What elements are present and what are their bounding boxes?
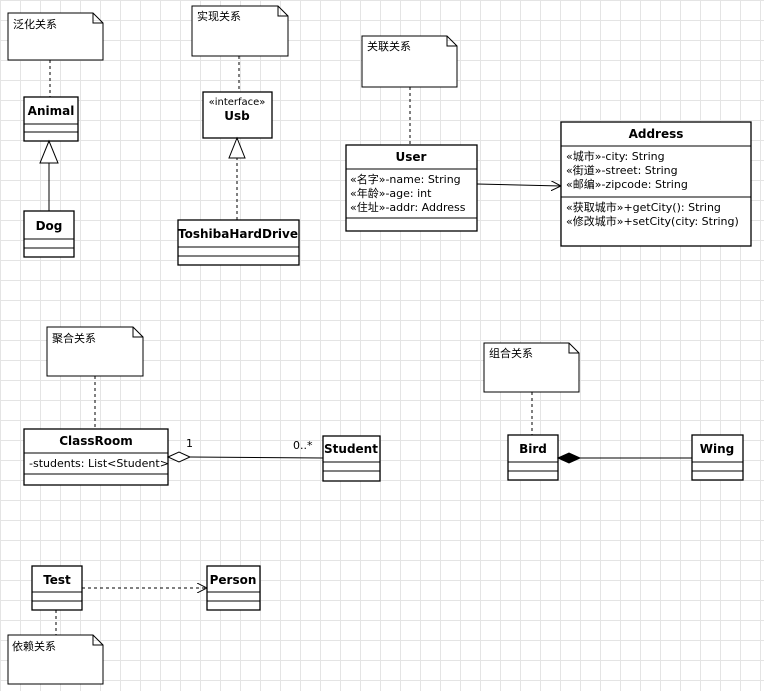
- class-user-attr: «名字»-name: String: [350, 172, 461, 186]
- note-aggregation[interactable]: 聚合关系: [46, 326, 144, 377]
- hollow-triangle-icon: [228, 136, 246, 159]
- relation-composition[interactable]: [556, 452, 692, 464]
- multiplicity-classroom: 1: [186, 437, 193, 450]
- hollow-triangle-icon: [39, 139, 59, 164]
- relation-generalization[interactable]: [39, 139, 59, 211]
- class-address-attr: «邮编»-zipcode: String: [566, 177, 688, 191]
- class-bird-name: Bird: [519, 442, 547, 456]
- note-generalization-text: 泛化关系: [13, 17, 57, 31]
- class-person-name: Person: [210, 573, 257, 587]
- class-dog-name: Dog: [36, 219, 63, 233]
- class-bird[interactable]: Bird: [507, 434, 559, 481]
- class-toshiba-hard-drive-name: ToshibaHardDrive: [178, 227, 298, 241]
- class-user[interactable]: User «名字»-name: String «年龄»-age: int «住址…: [345, 144, 478, 232]
- note-generalization[interactable]: 泛化关系: [7, 12, 104, 61]
- filled-diamond-icon: [556, 452, 582, 464]
- class-wing-name: Wing: [700, 442, 734, 456]
- class-usb-name: Usb: [224, 109, 250, 123]
- class-student-name: Student: [324, 442, 378, 456]
- class-animal[interactable]: Animal: [23, 96, 79, 142]
- note-association-text: 关联关系: [367, 39, 411, 53]
- class-usb[interactable]: «interface» Usb: [202, 91, 273, 139]
- class-test-name: Test: [43, 573, 71, 587]
- class-user-attr: «年龄»-age: int: [350, 186, 432, 200]
- class-classroom[interactable]: ClassRoom -students: List<Student>: [23, 428, 169, 486]
- class-address-attr: «街道»-street: String: [566, 163, 678, 177]
- class-address-attr: «城市»-city: String: [566, 149, 665, 163]
- class-classroom-attr: -students: List<Student>: [29, 457, 169, 470]
- multiplicity-student: 0..*: [293, 439, 313, 452]
- class-user-name: User: [396, 150, 427, 164]
- class-address-method: «获取城市»+getCity(): String: [566, 200, 721, 214]
- relation-aggregation[interactable]: 1 0..*: [166, 437, 324, 463]
- class-test[interactable]: Test: [31, 565, 83, 611]
- class-wing[interactable]: Wing: [691, 434, 744, 481]
- note-association[interactable]: 关联关系: [361, 35, 458, 88]
- note-composition-text: 组合关系: [489, 346, 533, 360]
- note-dependency-text: 依赖关系: [12, 639, 56, 653]
- class-address-name: Address: [629, 127, 684, 141]
- class-user-attr: «住址»-addr: Address: [350, 200, 466, 214]
- class-classroom-name: ClassRoom: [59, 434, 133, 448]
- note-aggregation-text: 聚合关系: [52, 331, 96, 345]
- class-student[interactable]: Student: [322, 435, 381, 482]
- class-animal-name: Animal: [28, 104, 75, 118]
- relation-association[interactable]: [476, 184, 561, 186]
- class-usb-stereotype: «interface»: [209, 97, 266, 108]
- relation-realization[interactable]: [228, 136, 246, 220]
- class-toshiba-hard-drive[interactable]: ToshibaHardDrive: [177, 219, 300, 266]
- note-realization[interactable]: 实现关系: [191, 5, 289, 57]
- class-dog[interactable]: Dog: [23, 210, 75, 258]
- class-address[interactable]: Address «城市»-city: String «街道»-street: S…: [560, 121, 752, 247]
- note-realization-text: 实现关系: [197, 9, 241, 23]
- hollow-diamond-icon: [166, 451, 192, 463]
- note-composition[interactable]: 组合关系: [483, 342, 580, 393]
- class-person[interactable]: Person: [206, 565, 261, 611]
- class-address-method: «修改城市»+setCity(city: String): [566, 214, 739, 228]
- note-dependency[interactable]: 依赖关系: [7, 634, 104, 685]
